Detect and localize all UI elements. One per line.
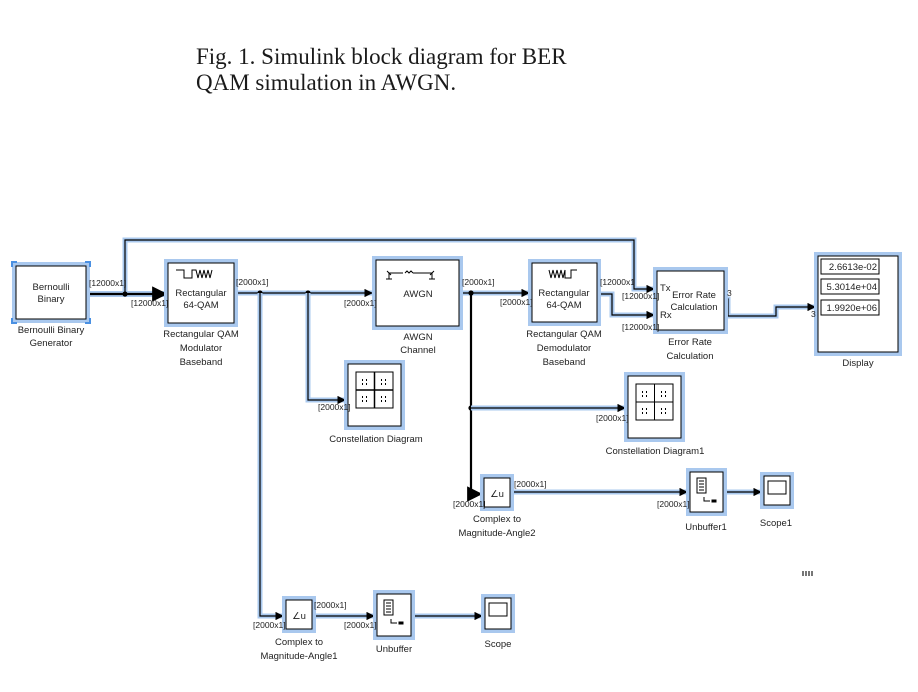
port-tx-label: Tx bbox=[660, 283, 671, 294]
block-label: AWGN bbox=[403, 332, 432, 343]
block-unbuffer[interactable] bbox=[373, 590, 415, 640]
scope-icon bbox=[767, 480, 787, 495]
antenna-noise-icon bbox=[386, 270, 435, 280]
selection-handles bbox=[11, 261, 91, 324]
block-label: Unbuffer bbox=[376, 644, 412, 655]
block-label: Display bbox=[842, 358, 873, 369]
block-label: Scope bbox=[485, 639, 512, 650]
wire-to-c2ma1[interactable] bbox=[257, 293, 284, 621]
block-label: Demodulator bbox=[537, 343, 591, 354]
square-to-sine-wave-icon bbox=[176, 269, 213, 279]
block-scope1[interactable] bbox=[760, 472, 794, 509]
signal-label: [12000x1] bbox=[622, 322, 659, 332]
wire-to-constellation[interactable] bbox=[305, 293, 346, 405]
block-label: Constellation Diagram1 bbox=[606, 446, 705, 457]
caption-line-2: QAM simulation in AWGN. bbox=[196, 70, 457, 95]
signal-label: [2000x1] bbox=[500, 297, 533, 307]
angle-u-icon: ∠u bbox=[490, 489, 504, 500]
unbuffer-icon bbox=[696, 477, 717, 503]
wire-awgn-branch-down[interactable] bbox=[467, 293, 483, 502]
block-awgn-channel[interactable]: AWGN bbox=[372, 256, 463, 330]
signal-dimension-labels: [12000x1] [12000x1] [2000x1] [2000x1] [2… bbox=[89, 277, 690, 630]
block-label: Generator bbox=[30, 338, 73, 349]
signal-label: [2000x1] bbox=[657, 499, 690, 509]
wire-demodulator-to-rx[interactable] bbox=[598, 291, 655, 320]
block-rectangular-qam-modulator[interactable]: Rectangular 64-QAM bbox=[164, 259, 238, 327]
block-text: Binary bbox=[38, 294, 65, 305]
block-unbuffer1[interactable] bbox=[686, 468, 727, 516]
signal-label: [2000x1] bbox=[253, 620, 286, 630]
signal-label: [2000x1] bbox=[318, 402, 351, 412]
display-value-text: 2.6613e-02 bbox=[829, 262, 877, 273]
block-label: Rectangular QAM bbox=[163, 329, 239, 340]
signal-label: [2000x1] bbox=[462, 277, 495, 287]
block-complex-to-magnitude-angle1[interactable]: ∠u bbox=[282, 596, 316, 633]
resize-grip-icon[interactable] bbox=[802, 571, 813, 576]
wire-errorrate-to-display[interactable] bbox=[725, 296, 816, 319]
block-label: Channel bbox=[400, 345, 435, 356]
block-display[interactable]: 2.6613e-02 5.3014e+04 1.9920e+06 bbox=[814, 252, 902, 356]
block-label: Baseband bbox=[180, 357, 223, 368]
block-label: Rectangular QAM bbox=[526, 329, 602, 340]
block-text: AWGN bbox=[403, 289, 432, 300]
block-label: Magnitude-Angle1 bbox=[260, 651, 337, 662]
block-text: Bernoulli bbox=[33, 282, 70, 293]
port-width-label: 3 bbox=[811, 309, 816, 319]
block-label: Unbuffer1 bbox=[685, 522, 727, 533]
unbuffer-icon bbox=[383, 599, 404, 625]
wire-branch-to-tx[interactable] bbox=[122, 237, 655, 294]
block-label: Constellation Diagram bbox=[329, 434, 423, 445]
scope-icon bbox=[488, 602, 508, 617]
signal-label: [12000x1] bbox=[131, 298, 168, 308]
signal-label: [2000x1] bbox=[453, 499, 486, 509]
block-label: Complex to bbox=[473, 514, 521, 525]
block-label: Magnitude-Angle2 bbox=[458, 528, 535, 539]
block-text: 64-QAM bbox=[546, 300, 581, 311]
block-label: Bernoulli Binary bbox=[18, 325, 85, 336]
block-text: Rectangular bbox=[175, 288, 226, 299]
signal-label: [2000x1] bbox=[314, 600, 347, 610]
block-error-rate-calculation[interactable]: Tx Rx Error Rate Calculation bbox=[653, 267, 728, 334]
branch-point bbox=[122, 291, 128, 297]
signal-label: [12000x1 bbox=[600, 277, 635, 287]
block-label: Complex to bbox=[275, 637, 323, 648]
block-text: 64-QAM bbox=[183, 300, 218, 311]
port-width-label: 3 bbox=[727, 288, 732, 298]
display-value-2: 5.3014e+04 bbox=[820, 278, 880, 295]
caption-line-1: Fig. 1. Simulink block diagram for BER bbox=[196, 44, 567, 69]
signal-label: [2000x1] bbox=[596, 413, 629, 423]
block-label: Calculation bbox=[667, 351, 714, 362]
signal-label: [2000x1] bbox=[344, 298, 377, 308]
sine-to-square-wave-icon bbox=[548, 269, 577, 279]
port-rx-label: Rx bbox=[660, 310, 672, 321]
display-value-1: 2.6613e-02 bbox=[820, 258, 880, 275]
signal-lines bbox=[89, 237, 816, 621]
block-constellation-diagram[interactable] bbox=[344, 360, 405, 430]
angle-u-icon: ∠u bbox=[292, 611, 306, 622]
signal-label: [12000x1] bbox=[89, 278, 126, 288]
constellation-icon bbox=[355, 371, 394, 409]
figure-caption: Fig. 1. Simulink block diagram for BER Q… bbox=[196, 44, 567, 96]
signal-label: [2000x1] bbox=[344, 620, 377, 630]
block-bernoulli-binary-generator[interactable]: Bernoulli Binary bbox=[11, 261, 91, 324]
signal-label: [2000x1] bbox=[514, 479, 547, 489]
block-label: Error Rate bbox=[668, 337, 712, 348]
display-value-text: 1.9920e+06 bbox=[827, 303, 877, 314]
display-value-3: 1.9920e+06 bbox=[820, 299, 880, 316]
block-label: Modulator bbox=[180, 343, 222, 354]
signal-label: [2000x1] bbox=[236, 277, 269, 287]
constellation-icon bbox=[635, 383, 674, 421]
signal-label: [12000x1] bbox=[622, 291, 659, 301]
display-value-text: 5.3014e+04 bbox=[827, 282, 877, 293]
block-complex-to-magnitude-angle2[interactable]: ∠u bbox=[480, 474, 514, 511]
block-text: Rectangular bbox=[538, 288, 589, 299]
block-text: Error Rate bbox=[672, 290, 716, 301]
block-text: Calculation bbox=[671, 302, 718, 313]
block-label: Scope1 bbox=[760, 518, 792, 529]
block-constellation-diagram1[interactable] bbox=[624, 372, 685, 442]
block-label: Baseband bbox=[543, 357, 586, 368]
block-rectangular-qam-demodulator[interactable]: Rectangular 64-QAM bbox=[528, 259, 601, 326]
block-scope[interactable] bbox=[481, 594, 515, 633]
